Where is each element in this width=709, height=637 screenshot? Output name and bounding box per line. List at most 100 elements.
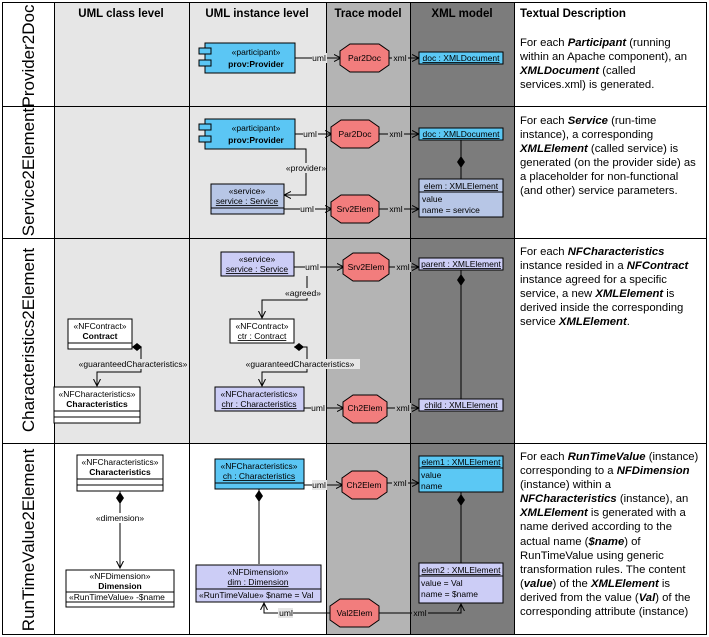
description-text: instance agreed for a specific service, … (520, 274, 667, 301)
contract-class: «NFContract» Contract (67, 318, 133, 350)
elem-attr-value: value (422, 194, 443, 204)
description-emphasis: NFCharacteristics (567, 246, 665, 258)
xml-label-row4b: xml (413, 608, 426, 618)
description-text: (run-time instance), a corresponding (520, 115, 657, 142)
uml-link-row4b (264, 603, 330, 614)
composition-diamond (294, 343, 304, 351)
participant-stereotype: «participant» (232, 47, 281, 57)
xml-label-row3a: xml (396, 262, 409, 272)
row-label-service2element: Service2Element (19, 107, 38, 236)
contract-instance-name: ctr : Contract (238, 331, 287, 341)
xml-label-row1: xml (393, 53, 406, 63)
xml-element-elem-row2: elem : XMLElement value name = service (418, 178, 504, 218)
xml-model-column-bg (410, 2, 514, 635)
composition-diamond (255, 490, 263, 502)
parent-name: parent : XMLElement (421, 259, 501, 269)
characteristics-instance-row4: «NFCharacteristics» ch : Characteristics (214, 458, 305, 490)
description-text: is generated with a name derived accordi… (520, 507, 686, 548)
description-emphasis: NFDimension (616, 465, 690, 478)
service-stereotype: «service» (229, 186, 266, 196)
xml-label-row2b: xml (389, 204, 402, 214)
uml-label-row3a: uml (305, 262, 319, 272)
trace-node-ch2elem-row3: Ch2Elem (342, 394, 388, 424)
nfcharacteristics-stereotype: «NFCharacteristics» (221, 461, 298, 471)
service-instance-row3: «service» service : Service (220, 251, 295, 277)
class-level-column-bg (54, 2, 189, 443)
description-text: is derived inside the corresponding serv… (520, 288, 684, 329)
description-emphasis: XMLElement (590, 577, 659, 590)
uml-label-bg (300, 204, 315, 214)
header-textual-description: Textual Description (520, 8, 626, 20)
nfdimension-stereotype: «NFDimension» (228, 567, 289, 577)
dimension-class-attribute: «RunTimeValue» -$name (69, 592, 165, 602)
nfcharacteristics-stereotype: «NFCharacteristics» (221, 389, 298, 399)
xml-element-parent: parent : XMLElement (418, 257, 504, 271)
nfcharacteristics-stereotype: «NFCharacteristics» (59, 389, 136, 399)
description-text: For each (520, 451, 568, 463)
dimension-class: «NFDimension» Dimension «RunTimeValue» -… (65, 569, 175, 608)
uml-label-row4b: uml (279, 608, 293, 618)
service-instance-row2: «service» service : Service (210, 183, 285, 215)
uml-label-bg (311, 403, 326, 413)
description-text: is derived from the value ( (520, 577, 671, 604)
nfcontract-stereotype: «NFContract» (74, 321, 127, 331)
agreed-label-bg (284, 288, 322, 298)
elem2-name: elem2 : XMLElement (422, 565, 502, 575)
provider-component-row1: «participant» prov:Provider (198, 42, 296, 74)
uml-label-bg (312, 480, 327, 490)
srv2elem-label: Srv2Elem (348, 262, 385, 272)
description-emphasis: RunTimeValue (567, 451, 646, 463)
trace-node-par2doc-row1: Par2Doc (339, 43, 390, 73)
xml-document-row2: doc : XMLDocument (418, 127, 504, 141)
description-text: ) of RunTimeValue using generic transfor… (520, 535, 686, 590)
guaranteed-label-instance: «guaranteedCharacteristics» (246, 359, 355, 369)
uml-label-bg (303, 129, 318, 139)
child-name: child : XMLElement (424, 400, 498, 410)
xml-document-name: doc : XMLDocument (422, 129, 500, 139)
elem-attr-name: name = service (422, 205, 480, 215)
xml-label-bg (395, 262, 411, 272)
characteristics-class-name: Characteristics (89, 467, 151, 477)
provider-name: prov:Provider (228, 59, 284, 69)
xml-element-child: child : XMLElement (418, 398, 504, 412)
description-emphasis: Participant (567, 37, 627, 49)
uml-label-row1: uml (312, 53, 326, 63)
elem-name: elem : XMLElement (424, 181, 499, 191)
uml-label-bg (278, 608, 293, 618)
srv2elem-label: Srv2Elem (337, 204, 374, 214)
nfcharacteristics-stereotype: «NFCharacteristics» (82, 457, 159, 467)
description-emphasis: Val (638, 591, 656, 604)
description-text: (instance) within a (520, 479, 612, 492)
xml-label-bg (392, 478, 408, 488)
xml-element-elem1: elem1 : XMLElement value name (418, 455, 504, 493)
ch2elem-label: Ch2Elem (348, 403, 383, 413)
description-emphasis: NFCharacteristics (520, 493, 617, 506)
characteristics-instance: «NFCharacteristics» chr : Characteristic… (214, 386, 305, 412)
description-text: For each (520, 115, 568, 127)
dim-instance-attribute: «RunTimeValue» $name = Val (199, 590, 314, 600)
dimension-label-bg (90, 513, 150, 523)
description-emphasis: value (523, 577, 553, 590)
description-emphasis: XMLElement (595, 288, 664, 301)
instance-level-column-bg (189, 2, 326, 443)
description-text: (instance), an (616, 493, 689, 506)
xml-label-bg (392, 53, 408, 63)
service-name: service : Service (226, 264, 289, 274)
description-emphasis: XMLElement (520, 143, 588, 156)
uml-label-bg (305, 262, 320, 272)
dimension-instance: «NFDimension» dim : Dimension «RunTimeVa… (195, 564, 322, 603)
description-characteristics2element: For each NFCharacteristics instance resi… (520, 245, 702, 330)
composition-diamond (132, 343, 142, 351)
dimension-association-label: «dimension» (96, 513, 144, 523)
characteristics-class-row4: «NFCharacteristics» Characteristics (76, 454, 164, 492)
provider-name: prov:Provider (228, 135, 284, 145)
uml-label-row3b: uml (311, 403, 325, 413)
xml-label-row4a: xml (393, 478, 406, 488)
elem2-attr-value: value = Val (421, 578, 463, 588)
val2elem-label: Val2Elem (337, 608, 373, 618)
uml-label-bg (312, 53, 327, 63)
elem1-attr-value: value (421, 470, 442, 480)
par2doc-label: Par2Doc (338, 129, 372, 139)
trace-node-srv2elem-row2: Srv2Elem (330, 194, 380, 224)
description-text: instance resided in a (520, 260, 627, 273)
